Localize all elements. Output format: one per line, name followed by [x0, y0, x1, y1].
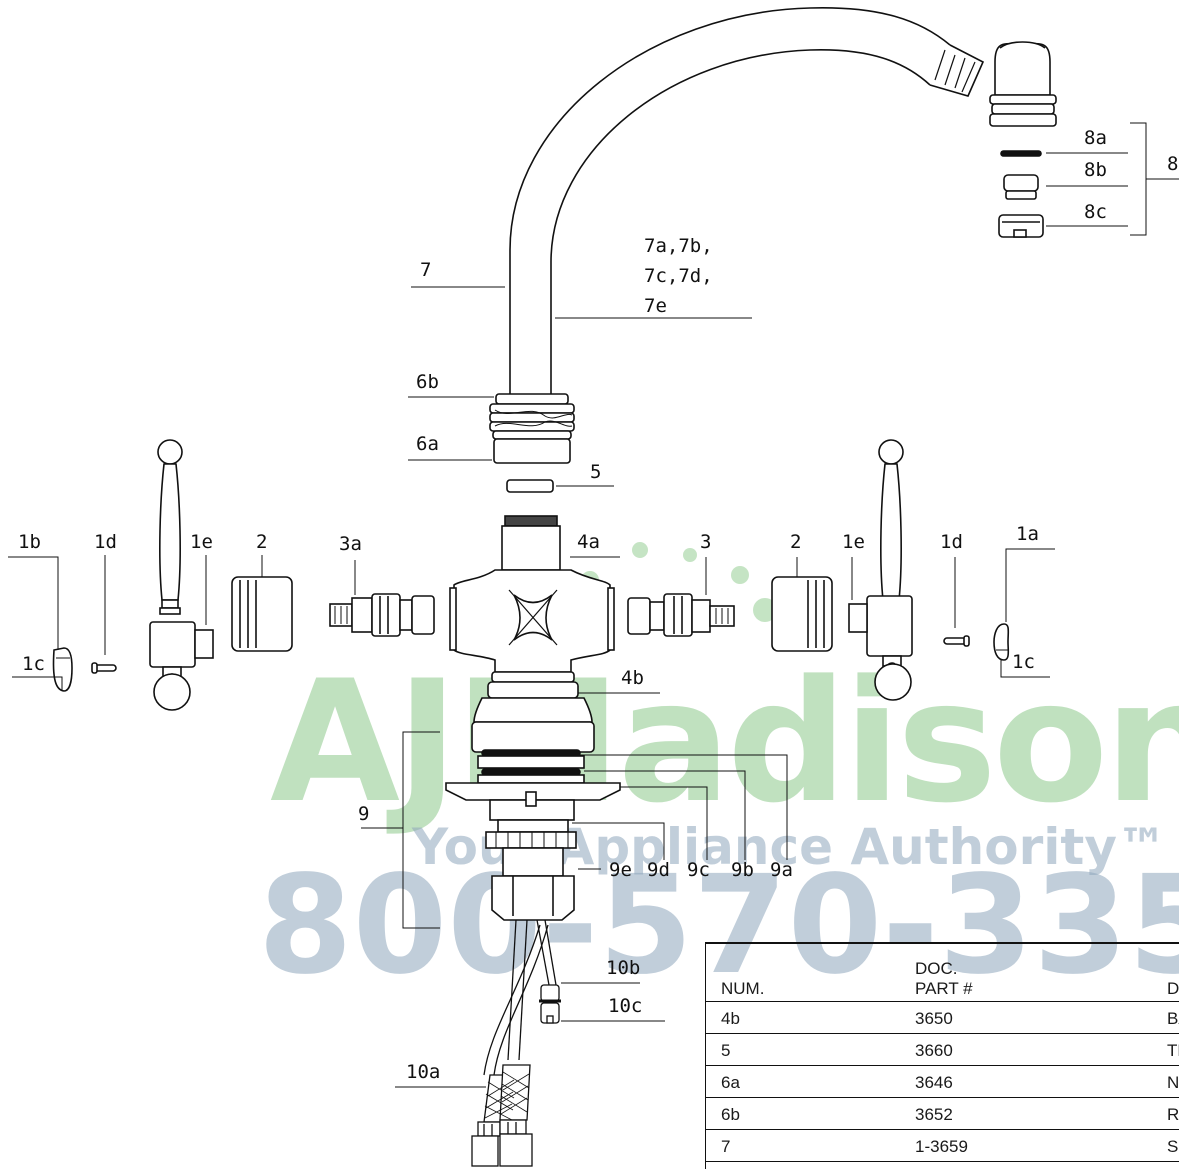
- label-10c: 10c: [608, 995, 642, 1017]
- label-9d: 9d: [647, 859, 670, 881]
- label-1e-right: 1e: [842, 531, 865, 553]
- hose-fittings: [471, 1119, 533, 1167]
- part-8b-screen: [1003, 174, 1039, 192]
- part-1e-handle-right: [848, 439, 913, 701]
- part-2-cap-left: [231, 576, 293, 652]
- part-1d-screw-right: [943, 635, 970, 647]
- label-8a: 8a: [1084, 127, 1107, 149]
- label-3a: 3a: [339, 533, 362, 555]
- part-2-cap-right: [771, 576, 833, 652]
- cell-part: 3652: [899, 1097, 1151, 1130]
- label-1e-left: 1e: [190, 531, 213, 553]
- label-9: 9: [358, 803, 369, 825]
- parts-table: NUM. DOC. PART # DE 4b 3650 BA 5 3660 TE…: [705, 942, 1179, 1162]
- label-1b: 1b: [18, 531, 41, 553]
- label-7a-line2: 7c,7d,: [644, 265, 713, 287]
- label-7a-line1: 7a,7b,: [644, 235, 713, 257]
- leader-lines: [8, 286, 1055, 1088]
- table-row: 5 3660 TE: [705, 1033, 1179, 1066]
- part-10b-nipple: [540, 984, 560, 1002]
- aerator-housing: [989, 41, 1057, 127]
- label-8c: 8c: [1084, 201, 1107, 223]
- table-row: 6a 3646 NU: [705, 1065, 1179, 1098]
- cell-desc: TE: [1151, 1033, 1179, 1066]
- part-1d-screw-left: [91, 662, 117, 674]
- label-8b: 8b: [1084, 159, 1107, 181]
- label-3: 3: [700, 531, 711, 553]
- label-9a: 9a: [770, 859, 793, 881]
- header-desc: DE: [1151, 942, 1179, 1002]
- cell-desc: SP: [1151, 1129, 1179, 1162]
- label-1d-left: 1d: [94, 531, 117, 553]
- cell-part: 3646: [899, 1065, 1151, 1098]
- part-1e-handle-left: [149, 439, 214, 711]
- label-2-left: 2: [256, 531, 267, 553]
- header-num: NUM.: [705, 942, 899, 1002]
- spout-hose-wrap: [934, 49, 976, 93]
- label-1a: 1a: [1016, 523, 1039, 545]
- cell-part: 1-3659: [899, 1129, 1151, 1162]
- label-6a: 6a: [416, 433, 439, 455]
- part-1a-button-right: [993, 623, 1010, 661]
- cell-num: 7: [705, 1129, 899, 1162]
- label-7: 7: [420, 259, 431, 281]
- left-handle-assembly: [52, 439, 435, 711]
- table-row: 6b 3652 RIN: [705, 1097, 1179, 1130]
- table-row: 7 1-3659 SP: [705, 1129, 1179, 1162]
- label-6b: 6b: [416, 371, 439, 393]
- cell-part: 3660: [899, 1033, 1151, 1066]
- ring-6b-and-nut-6a: [489, 393, 575, 464]
- cell-desc: RIN: [1151, 1097, 1179, 1130]
- cell-desc: NU: [1151, 1065, 1179, 1098]
- header-doc-part: DOC. PART #: [899, 942, 1151, 1002]
- label-9c: 9c: [687, 859, 710, 881]
- label-9e: 9e: [609, 859, 632, 881]
- header-doc-line1: DOC.: [915, 958, 958, 978]
- supply-lines-10: [471, 919, 561, 1167]
- label-2-right: 2: [790, 531, 801, 553]
- watermark-brand: AJMadison: [270, 644, 1179, 840]
- cell-num: 4b: [705, 1001, 899, 1034]
- part-5-tube: [506, 479, 554, 493]
- callout-labels: 1b 1d 1e 2 3a 4a 3 2 1e 1d 1a 1c 1c 4b 5…: [18, 127, 1178, 1083]
- label-8: 8: [1167, 153, 1178, 175]
- part-3-cartridge-right: [627, 593, 735, 637]
- cell-desc: BA: [1151, 1001, 1179, 1034]
- body-4a: [449, 515, 615, 673]
- cell-num: 6a: [705, 1065, 899, 1098]
- label-9b: 9b: [731, 859, 754, 881]
- label-10a: 10a: [406, 1061, 440, 1083]
- aerator-parts-8: [998, 150, 1044, 238]
- table-row: 4b 3650 BA: [705, 1001, 1179, 1034]
- label-4b: 4b: [621, 667, 644, 689]
- label-1c-left: 1c: [22, 653, 45, 675]
- part-1b-button-left: [52, 647, 73, 692]
- table-header-row: NUM. DOC. PART # DE: [705, 942, 1179, 1002]
- label-10b: 10b: [606, 957, 640, 979]
- label-1d-right: 1d: [940, 531, 963, 553]
- leaders-8: [1046, 122, 1179, 236]
- spout-7: [509, 7, 985, 395]
- part-8a-washer: [1000, 150, 1042, 157]
- part-9a-oring: [481, 749, 581, 757]
- parts-table-container: NUM. DOC. PART # DE 4b 3650 BA 5 3660 TE…: [705, 942, 1179, 1169]
- cell-part: 3650: [899, 1001, 1151, 1034]
- right-handle-assembly: [627, 439, 1010, 701]
- part-9b-oring: [481, 768, 581, 776]
- label-1c-right: 1c: [1012, 651, 1035, 673]
- label-4a: 4a: [577, 531, 600, 553]
- cell-num: 5: [705, 1033, 899, 1066]
- base-4b-and-shank-9: [445, 671, 621, 921]
- braided-hose-a: [483, 1064, 531, 1123]
- label-5: 5: [590, 461, 601, 483]
- part-3a-cartridge-left: [329, 593, 435, 637]
- cell-num: 6b: [705, 1097, 899, 1130]
- label-7a-line3: 7e: [644, 295, 667, 317]
- header-doc-line2: PART #: [915, 978, 973, 998]
